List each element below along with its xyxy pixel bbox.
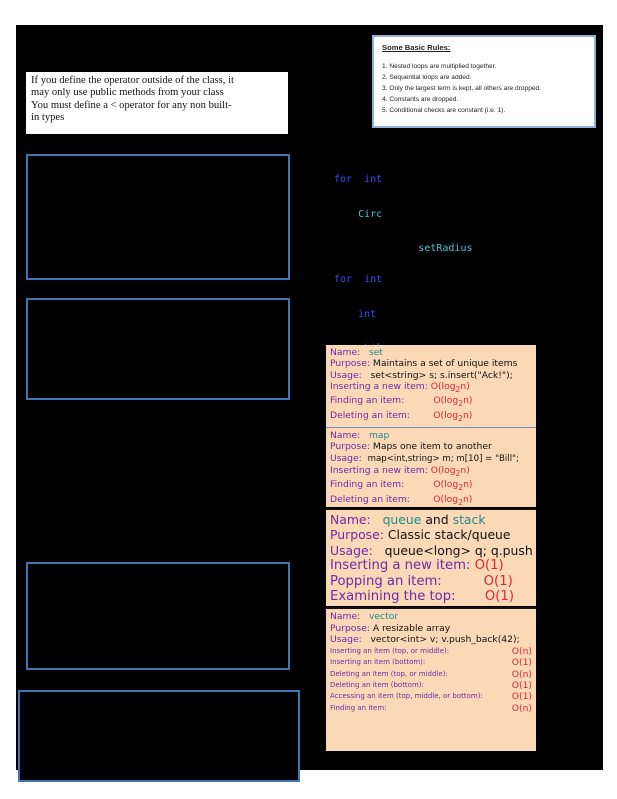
queue-stack-card: Name: queue and stack Purpose: Classic s… — [326, 508, 536, 606]
operation-label: Popping an item: — [330, 573, 442, 589]
answer-box-2 — [26, 298, 290, 400]
name-label: Name: — [330, 611, 361, 622]
usage-text: queue<long> q; q.push(5); — [384, 542, 532, 558]
keyword: int — [364, 174, 383, 185]
complexity: O(log2n) — [430, 465, 470, 479]
vector-card: Name: vector Purpose: A resizable array … — [326, 607, 536, 751]
usage-text: set<string> s; s.insert("Ack!"); — [370, 369, 513, 381]
purpose-label: Purpose: — [330, 622, 370, 634]
basic-rules-box: Some Basic Rules: 1. Nested loops are mu… — [372, 35, 596, 128]
purpose-label: Purpose: — [330, 358, 370, 370]
purpose-text: Maintains a set of unique items — [372, 358, 518, 370]
complexity: O(1) — [511, 657, 532, 669]
purpose-text: A resizable array — [372, 622, 451, 634]
name-label: Name: — [330, 512, 371, 527]
complexity: O(1) — [474, 558, 504, 574]
usage-label: Usage: — [330, 452, 362, 464]
rule-item: 4. Constants are dropped. — [382, 96, 459, 103]
container-name: set — [368, 347, 384, 358]
operation-label: Deleting an item (bottom): — [330, 681, 424, 689]
container-name: map — [368, 430, 390, 441]
usage-label: Usage: — [330, 542, 373, 558]
complexity: O(1) — [511, 680, 532, 691]
operation-label: Deleting an item: — [330, 409, 410, 421]
container-name: queue — [382, 512, 422, 527]
usage-text: vector<int> v; v.push_back(42); — [370, 634, 520, 646]
operation-label: Finding an item: — [330, 395, 405, 407]
complexity: O(log2n) — [433, 395, 473, 409]
container-name: vector — [368, 611, 399, 622]
answer-box-4 — [18, 690, 300, 782]
operation-label: Inserting an item (bottom): — [330, 658, 426, 667]
complexity: O(n) — [511, 702, 532, 714]
complexity: O(1) — [511, 691, 532, 703]
code-token: Circ — [358, 208, 383, 220]
operation-label: Inserting a new item: — [330, 558, 471, 574]
usage-label: Usage: — [330, 369, 362, 381]
complexity: O(log2n) — [433, 493, 473, 507]
complexity: O(log2n) — [433, 479, 473, 493]
operation-label: Finding an item: — [330, 479, 405, 491]
purpose-text: Maps one item to another — [372, 441, 492, 453]
note-line: may only use public methods from your cl… — [31, 87, 224, 99]
operator-note: If you define the operator outside of th… — [26, 72, 288, 134]
keyword: for — [334, 274, 353, 285]
answer-box-1 — [26, 154, 290, 280]
keyword: for — [334, 174, 353, 185]
container-name: stack — [452, 512, 486, 527]
and-text: and — [425, 512, 449, 527]
name-label: Name: — [330, 347, 361, 358]
code-snippet-1: for int Circ setRadius — [334, 151, 472, 266]
rule-item: 1. Nested loops are multiplied together. — [382, 63, 497, 70]
code-token: setRadius — [418, 243, 473, 254]
purpose-label: Purpose: — [330, 527, 384, 543]
usage-label: Usage: — [330, 634, 362, 646]
operation-label: Inserting an item (top, or middle): — [330, 646, 450, 655]
rule-item: 5. Conditional checks are constant (i.e.… — [382, 107, 506, 114]
operation-label: Examining the top: — [330, 589, 456, 605]
complexity: O(log2n) — [433, 409, 473, 423]
keyword: int — [364, 274, 383, 285]
purpose-text: Classic stack/queue — [387, 527, 511, 543]
complexity: O(1) — [484, 589, 514, 605]
rule-item: 2. Sequential loops are added. — [382, 74, 472, 81]
note-line: in types — [31, 112, 65, 124]
rule-item: 3. Only the largest term is kept, all ot… — [382, 85, 542, 92]
answer-box-3 — [26, 562, 290, 670]
complexity: O(log2n) — [430, 381, 470, 395]
operation-label: Accessing an item (top, middle, or botto… — [330, 692, 483, 701]
operation-label: Inserting a new item: — [330, 381, 428, 393]
complexity: O(n) — [511, 645, 532, 657]
keyword: int — [358, 308, 377, 320]
operation-label: Inserting a new item: — [330, 465, 428, 477]
map-card: Name: map Purpose: Maps one item to anot… — [326, 427, 536, 507]
complexity: O(1) — [483, 573, 513, 589]
usage-text: map<int,string> m; m[10] = "Bill"; — [367, 453, 519, 464]
operation-label: Deleting an item: — [330, 493, 410, 505]
note-line: You must define a < operator for any non… — [31, 99, 232, 111]
complexity: O(n) — [511, 668, 532, 680]
operation-label: Finding an item: — [330, 703, 387, 712]
purpose-label: Purpose: — [330, 441, 370, 453]
name-label: Name: — [330, 430, 361, 441]
note-line: If you define the operator outside of th… — [31, 75, 234, 86]
operation-label: Deleting an item (top, or middle): — [330, 669, 448, 678]
rules-title: Some Basic Rules: — [382, 43, 451, 52]
set-card: Name: set Purpose: Maintains a set of un… — [326, 345, 536, 427]
